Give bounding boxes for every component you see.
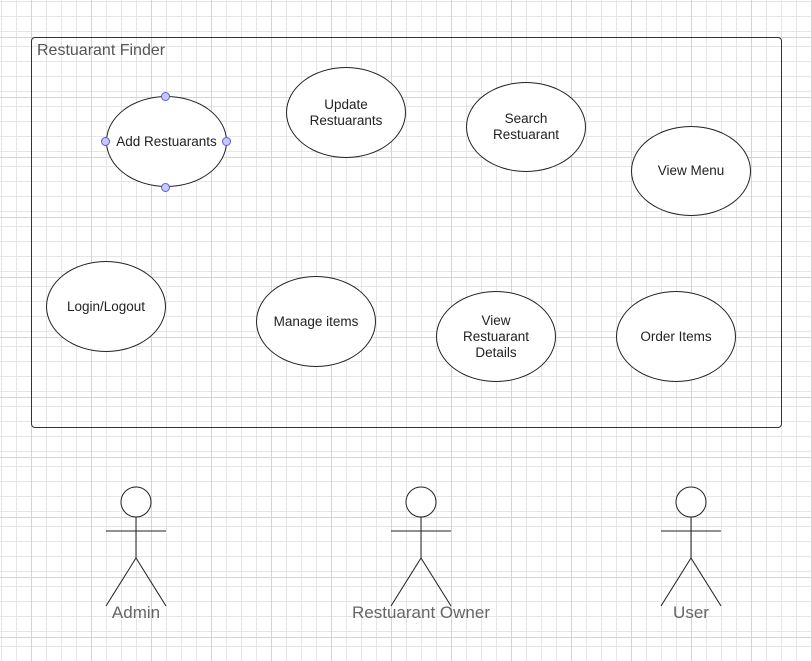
usecase-manage-items[interactable]: Manage items	[256, 276, 376, 367]
actor-admin-figure[interactable]	[105, 486, 167, 608]
system-boundary[interactable]	[31, 37, 782, 428]
usecase-add-restaurants[interactable]: Add Restuarants	[106, 96, 227, 187]
usecase-view-restaurant-details[interactable]: View Restuarant Details	[436, 291, 556, 382]
system-title: Restuarant Finder	[37, 42, 166, 59]
selection-handle-bottom[interactable]	[161, 183, 170, 192]
usecase-label: Update Restuarants	[309, 96, 383, 128]
usecase-view-menu[interactable]: View Menu	[631, 126, 751, 216]
usecase-label: View Menu	[657, 163, 725, 178]
actor-owner-label: Restuarant Owner	[352, 603, 490, 622]
selection-handle-right[interactable]	[222, 137, 231, 146]
usecase-update-restaurants[interactable]: Update Restuarants	[286, 67, 406, 158]
usecase-label: Order Items	[640, 328, 712, 344]
actor-admin-label: Admin	[111, 603, 161, 622]
actor-user-figure[interactable]	[660, 486, 722, 608]
usecase-search-restaurant[interactable]: Search Restuarant	[466, 82, 586, 172]
selection-handle-top[interactable]	[161, 92, 170, 101]
usecase-label: Login/Logout	[66, 298, 146, 314]
selection-handle-left[interactable]	[101, 137, 110, 146]
usecase-label: Add Restuarants	[116, 133, 217, 149]
usecase-login-logout[interactable]: Login/Logout	[46, 261, 166, 352]
actor-owner-figure[interactable]	[390, 486, 452, 608]
usecase-label: Manage items	[273, 313, 359, 329]
actor-user-label: User	[673, 603, 709, 622]
usecase-label: View Restuarant Details	[462, 312, 530, 360]
usecase-label: Search Restuarant	[492, 111, 560, 142]
usecase-order-items[interactable]: Order Items	[616, 291, 736, 382]
